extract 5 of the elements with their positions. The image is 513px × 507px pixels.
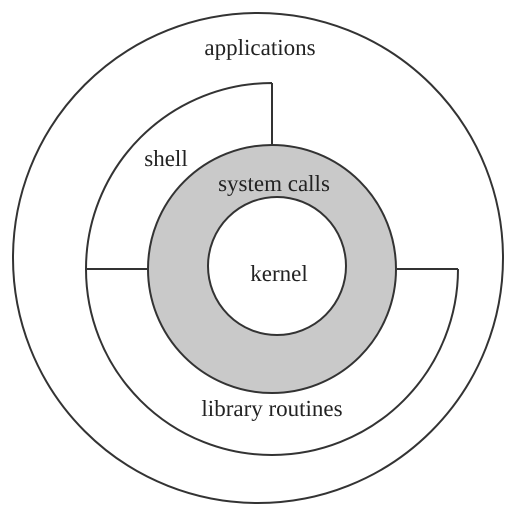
region-label: kernel bbox=[250, 262, 308, 285]
region-label: shell bbox=[144, 147, 188, 170]
region-label: system calls bbox=[218, 172, 330, 195]
region-label: library routines bbox=[201, 397, 343, 420]
region-label: applications bbox=[204, 36, 316, 59]
